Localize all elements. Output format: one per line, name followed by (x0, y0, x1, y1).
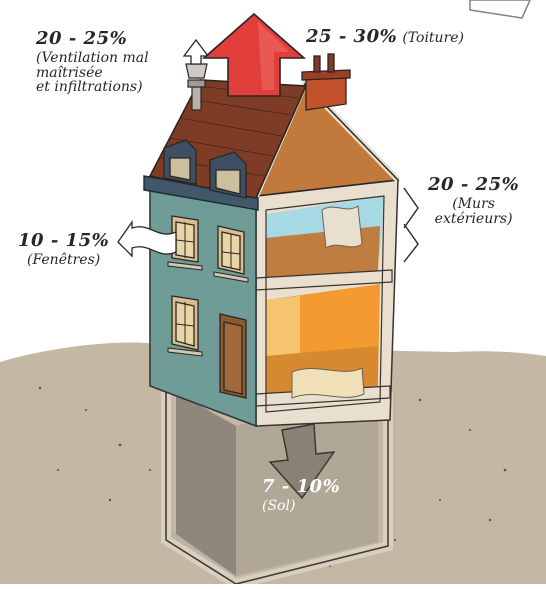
ventilation-arrow (182, 38, 210, 65)
windows-desc: (Fenêtres) (26, 251, 101, 268)
walls-desc-line-2: extérieurs) (434, 210, 513, 227)
room-heat-squiggle (291, 367, 365, 399)
chimney (301, 53, 351, 111)
corner-card (469, 0, 531, 19)
walls-desc-line-1: (Murs (452, 195, 495, 212)
ventilation-percent: 20 - 25% (36, 28, 128, 49)
floor-loss-arrow (268, 423, 336, 500)
walls-loss-label: 20 - 25% (Murs extérieurs) (428, 174, 520, 227)
walls-percent: 20 - 25% (428, 174, 520, 195)
dormers (163, 139, 247, 199)
roof-percent: 25 - 30% (306, 26, 398, 47)
ventilation-desc-line-1: (Ventilation mal (36, 49, 149, 66)
ventilation-desc-line-2: maîtrisée (36, 64, 103, 81)
roof-loss-label: 25 - 30% (Toiture) (306, 26, 465, 47)
window-loss-arrow (117, 219, 177, 258)
floor-loss-label: 7 - 10% (Sol) (262, 476, 341, 514)
roof-loss-arrow (201, 12, 307, 97)
vent-pipe (185, 63, 208, 111)
basement-front-wall (176, 392, 236, 576)
floor-desc: (Sol) (262, 497, 296, 514)
wall-heat-squiggle (321, 205, 363, 249)
ventilation-loss-label: 20 - 25% (Ventilation mal maîtrisée et i… (36, 28, 149, 96)
roof-desc: (Toiture) (402, 30, 465, 46)
windows-loss-label: 10 - 15% (Fenêtres) (18, 230, 110, 268)
ventilation-desc-line-3: et infiltrations) (36, 79, 143, 96)
floor-percent: 7 - 10% (262, 476, 341, 497)
windows-percent: 10 - 15% (18, 230, 110, 251)
